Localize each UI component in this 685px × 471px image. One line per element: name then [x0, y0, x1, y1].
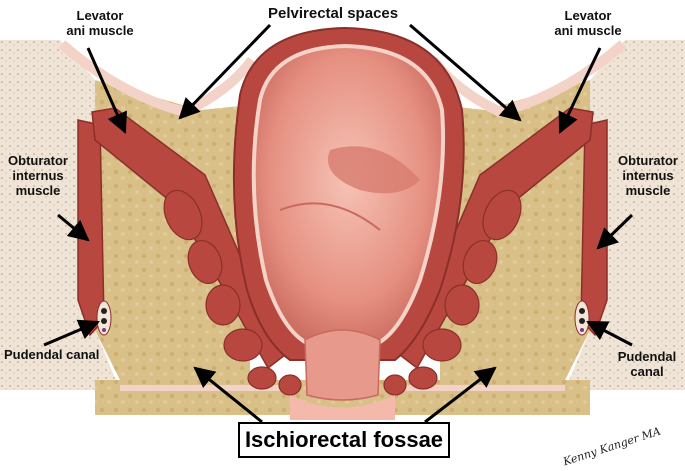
rectal-fold-lower [279, 202, 381, 231]
pudendal-right-line2: canal [630, 364, 664, 379]
left-obturator-internus [77, 119, 105, 337]
anal-verge [290, 395, 395, 420]
obturator-internus-left-label: Obturator internus muscle [2, 153, 74, 198]
arrow-obturator-left [57, 213, 90, 242]
arrow-pudendal-left [43, 319, 100, 347]
levator-left-line2: ani muscle [66, 23, 134, 38]
ischiorectal-fossae-label: Ischiorectal fossae [238, 422, 450, 458]
obturator-right-line3: muscle [625, 183, 671, 198]
obturator-internus-right-label: Obturator internus muscle [612, 153, 684, 198]
pudendal-canal-right-label: Pudendal canal [612, 349, 682, 379]
levator-right-line1: Levator [564, 8, 612, 23]
levator-right-line2: ani muscle [554, 23, 622, 38]
obturator-left-line1: Obturator [8, 153, 68, 168]
obturator-right-line1: Obturator [618, 153, 678, 168]
arrow-ischiorectal-left [193, 366, 263, 424]
arrow-pelvirectal-right [409, 23, 522, 122]
left-sphincter-bundles [163, 189, 302, 396]
pudendal-canal-left-label: Pudendal canal [4, 347, 100, 362]
arrow-obturator-right [596, 213, 634, 250]
rectal-fold [328, 146, 420, 194]
levator-ani-right-label: Levator ani muscle [548, 8, 628, 38]
arrow-pelvirectal-left [178, 23, 272, 120]
obturator-right-line2: internus [622, 168, 674, 183]
obturator-left-line2: internus [12, 168, 64, 183]
right-pudendal-canal [574, 300, 590, 336]
pelvirectal-spaces-label: Pelvirectal spaces [268, 5, 399, 22]
levator-left-line1: Levator [76, 8, 124, 23]
anal-canal [304, 329, 381, 401]
pudendal-right-line1: Pudendal [617, 349, 677, 364]
arrow-levator-right [558, 47, 602, 134]
obturator-left-line3: muscle [15, 183, 61, 198]
arrow-ischiorectal-right [424, 366, 497, 424]
left-pudendal-canal [96, 300, 112, 336]
rectal-lumen [251, 43, 446, 344]
arrow-pudendal-right [586, 320, 633, 347]
annotation-arrows [43, 23, 634, 424]
arrow-levator-left [86, 47, 127, 134]
levator-ani-left-label: Levator ani muscle [60, 8, 140, 38]
